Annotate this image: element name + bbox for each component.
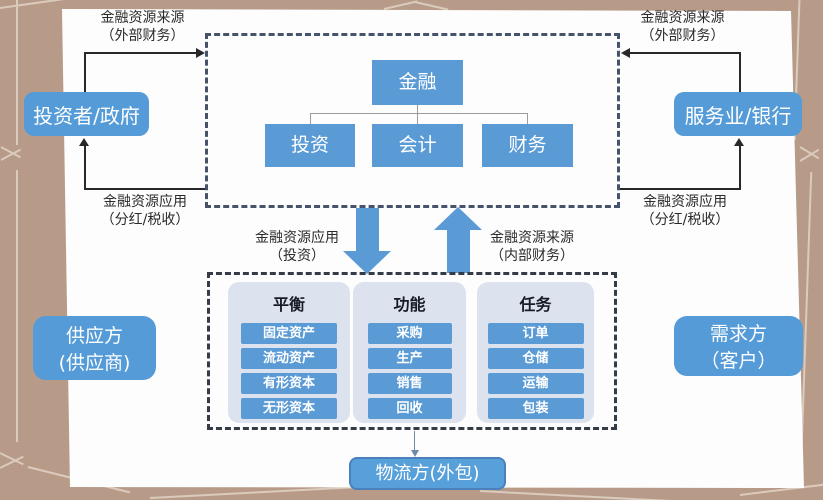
panel-function: 功能 采购 生产 销售 回收 [353,282,466,423]
big-down-arrow-shaft [356,208,379,252]
customer-label-line: （客户） [700,350,777,372]
flow-line [84,52,197,54]
panel-title: 平衡 [272,295,305,314]
finance-dashed-container [205,33,620,208]
fold-line [479,490,680,500]
panel-item: 销售 [367,373,452,394]
panel-item: 包装 [487,398,584,419]
big-up-arrow-shaft [447,229,470,273]
investor-government-label: 投资者/政府 [33,103,140,128]
logistics-box: 物流方(外包) [349,457,506,490]
flow-label-line: （分红/税收） [640,211,730,228]
panel-task: 任务 订单 仓储 运输 包装 [477,282,594,423]
supplier-label-line: 供应方 [65,325,123,347]
panel-title: 功能 [393,295,426,314]
flow-label-line: （外部财务） [100,27,185,44]
fold-line [16,170,18,442]
arrowhead-into-finance-left [196,48,205,58]
flow-label-line: （外部财务） [640,27,725,44]
panel-item: 运输 [487,373,584,394]
panel-item: 订单 [487,323,584,344]
fold-line [16,0,18,145]
flow-line [739,145,741,190]
customer-box: 需求方 （客户） [674,316,803,376]
org-connector [417,113,418,124]
panel-balance: 平衡 固定资产 流动资产 有形资本 无形资本 [228,282,350,423]
flow-label-line: 金融资源来源 [640,10,725,26]
panel-item: 有形资本 [241,373,337,394]
fold-line [0,0,64,9]
flow-label-line: 金融资源来源 [490,230,574,246]
org-connector [310,113,311,124]
panel-item: 采购 [367,323,452,344]
finance-root-box: 金融 [372,60,463,105]
panel-title: 任务 [519,295,552,314]
panel-item: 流动资产 [241,348,337,369]
org-connector [527,113,528,124]
big-up-arrow-head [434,207,482,230]
flow-label-top-right: 金融资源来源 （外部财务） [625,10,740,46]
org-connector [417,105,418,114]
panel-item: 仓储 [487,348,584,369]
finance-child-investment: 投资 [265,124,355,167]
supplier-label-line: (供应商) [58,352,131,374]
fold-line [414,1,449,11]
flow-label-top-left: 金融资源来源 （外部财务） [85,10,200,46]
arrowhead-into-finance-right [621,48,630,58]
flow-line [84,52,86,93]
flow-line [84,145,86,190]
flow-label-line: （投资） [269,247,325,264]
flow-line [84,188,205,190]
fold-line [149,486,360,499]
panel-item: 固定资产 [241,323,337,344]
panel-item: 无形资本 [241,398,337,419]
flow-label-line: 金融资源应用 [643,194,727,210]
org-connector [310,113,528,114]
finance-child-treasury: 财务 [482,124,573,167]
flow-line [739,52,741,93]
flow-label-mid-down: 金融资源应用 （投资） [242,230,352,266]
flow-label-line: 金融资源应用 [255,230,339,246]
fold-line [383,0,418,10]
customer-label-line: 需求方 [709,323,767,345]
flow-label-line: 金融资源应用 [103,194,187,210]
services-bank-box: 服务业/银行 [674,92,802,136]
flow-label-line: （内部财务） [490,247,574,264]
investor-government-box: 投资者/政府 [24,92,149,136]
big-down-arrow-head [343,251,391,274]
arrowhead-into-investor [79,138,89,146]
arrowhead-into-bank [734,138,744,146]
services-bank-label: 服务业/银行 [684,103,792,128]
flow-label-left-return: 金融资源应用 （分红/税收） [85,194,205,230]
panel-item: 生产 [367,348,452,369]
flow-line [620,188,741,190]
logistics-connector [414,431,415,451]
flow-label-line: （分红/税收） [100,211,190,228]
supplier-box: 供应方 (供应商) [33,316,156,380]
flow-label-right-return: 金融资源应用 （分红/税收） [625,194,745,230]
arrowhead-into-logistics [411,450,419,457]
flow-label-line: 金融资源来源 [100,10,185,26]
flow-label-mid-up: 金融资源来源 （内部财务） [477,230,587,266]
flow-line [630,52,741,54]
panel-item: 回收 [367,398,452,419]
finance-child-accounting: 会计 [372,124,463,167]
operations-dashed-container [207,272,617,430]
